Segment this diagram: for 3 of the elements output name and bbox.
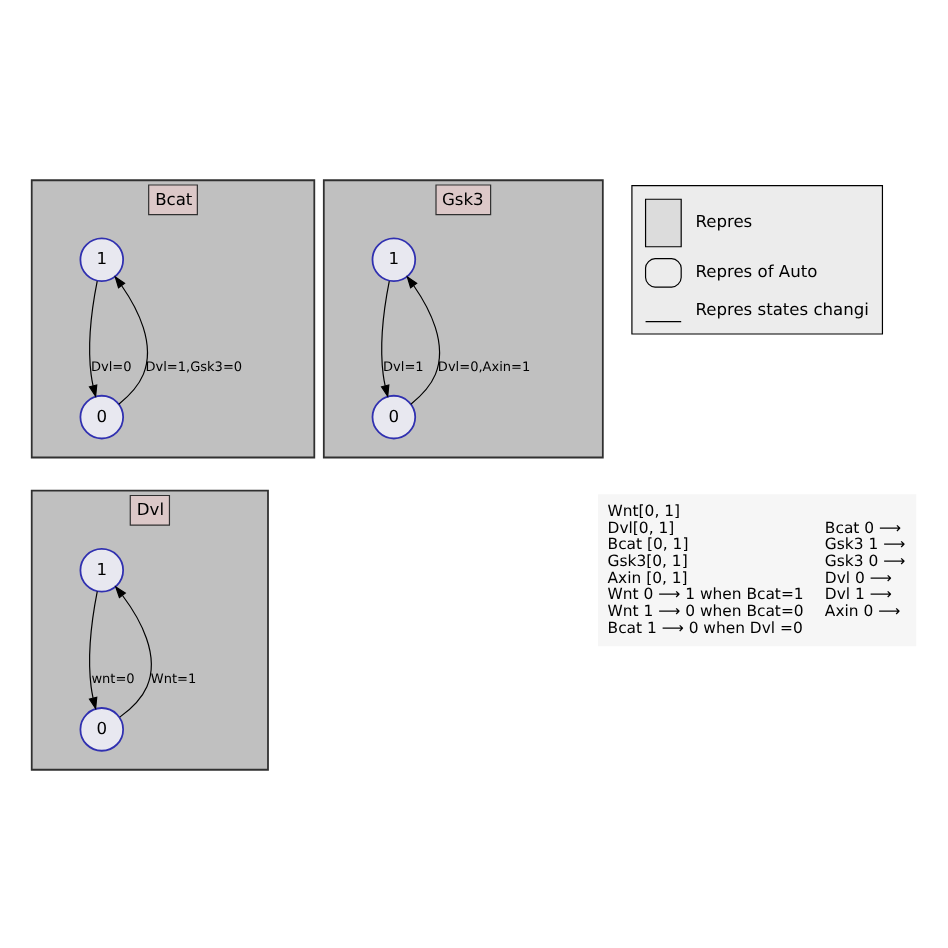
legend-label: Repres of Auto	[695, 260, 818, 281]
legend-label: Repres	[695, 210, 753, 231]
legend-label: Repres states changi	[695, 297, 869, 318]
